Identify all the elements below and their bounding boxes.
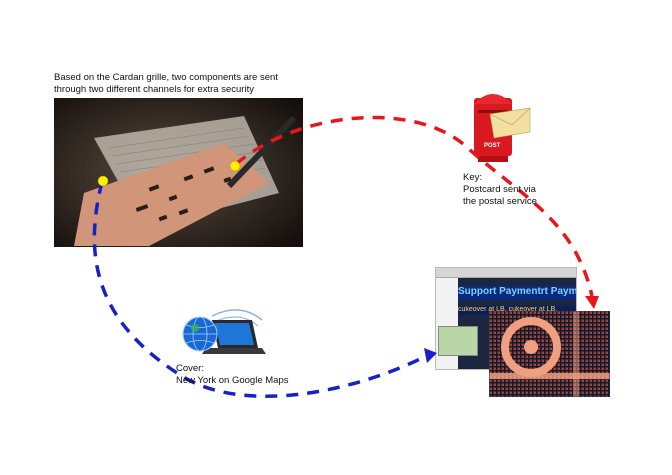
postbox-label: POST bbox=[484, 143, 501, 149]
key-label-line-2: Postcard sent via bbox=[463, 184, 536, 195]
key-channel-arrowhead bbox=[585, 296, 599, 309]
red-postbox-icon: POST bbox=[474, 94, 531, 162]
laptop-globe-network-icon bbox=[182, 309, 266, 354]
times-square-ticker: Support Paymentrt Paymentrt Payments bbox=[458, 286, 576, 300]
key-label-line-3: the postal service bbox=[463, 196, 537, 207]
cover-label: Cover: New York on Google Maps bbox=[176, 363, 316, 387]
cardan-grille-photo bbox=[54, 98, 303, 247]
mini-map bbox=[438, 326, 478, 356]
cover-label-title: Cover: bbox=[176, 363, 204, 374]
overlay-decoded-image bbox=[489, 311, 610, 397]
caption-line-1: Based on the Cardan grille, two componen… bbox=[54, 72, 278, 83]
key-label-title: Key: bbox=[463, 172, 483, 183]
caption-line-2: through two different channels for extra… bbox=[54, 84, 254, 95]
cover-label-line-2: New York on Google Maps bbox=[176, 375, 289, 386]
key-label: Key: Postcard sent via the postal servic… bbox=[463, 172, 583, 208]
browser-toolbar bbox=[436, 268, 576, 278]
diagram-caption: Based on the Cardan grille, two componen… bbox=[54, 72, 314, 96]
